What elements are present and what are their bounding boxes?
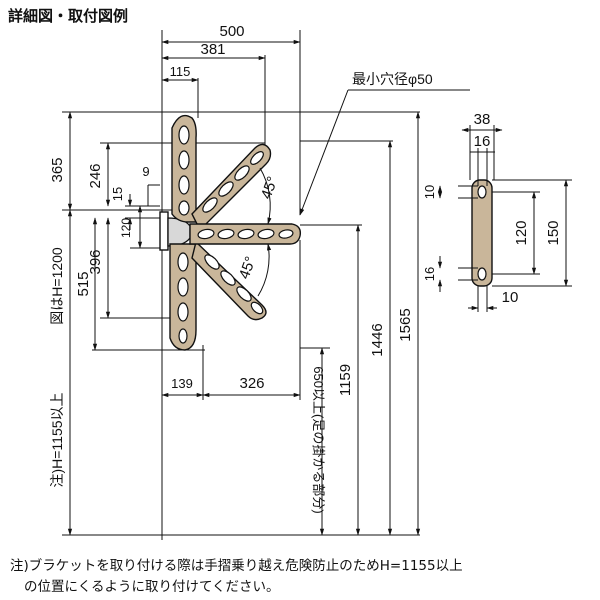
note-line-2: の位置にくるように取り付けてください。 bbox=[24, 579, 280, 595]
dim-139: 139 bbox=[171, 376, 193, 391]
dim-650: 650以上(足の掛かる部分) bbox=[311, 366, 326, 513]
angle-upper-label: 45° bbox=[258, 174, 282, 201]
bracket-dim-16-bottom: 16 bbox=[422, 267, 437, 281]
top-dimensions bbox=[161, 39, 301, 83]
arm-horizontal bbox=[189, 223, 302, 245]
dim-1159: 1159 bbox=[337, 364, 354, 396]
arm-upper-diagonal bbox=[191, 143, 272, 232]
arm-lower-diagonal bbox=[191, 240, 267, 321]
dim-1565: 1565 bbox=[397, 308, 414, 341]
dim-381: 381 bbox=[200, 41, 225, 58]
dim-9: 9 bbox=[142, 164, 149, 179]
dim-120: 120 bbox=[119, 218, 133, 238]
dim-15: 15 bbox=[110, 187, 125, 201]
dim-396: 396 bbox=[87, 249, 104, 274]
page-title: 詳細図・取付図例 bbox=[8, 7, 129, 25]
min-hole-callout bbox=[299, 89, 470, 216]
h-1200-label: 図はH=1200 bbox=[49, 247, 65, 325]
min-hole-label: 最小穴径φ50 bbox=[352, 71, 433, 87]
bracket-dim-150: 150 bbox=[545, 220, 562, 245]
dim-246: 246 bbox=[87, 163, 104, 188]
dim-1446: 1446 bbox=[369, 323, 386, 356]
bracket-dim-10-top: 10 bbox=[422, 185, 437, 199]
dim-500: 500 bbox=[219, 23, 244, 40]
right-dimensions bbox=[300, 111, 421, 536]
angle-lower-label: 45° bbox=[236, 254, 260, 281]
dim-365: 365 bbox=[49, 157, 66, 182]
angle-arcs bbox=[257, 167, 272, 297]
dim-326: 326 bbox=[239, 375, 264, 392]
dim-515: 515 bbox=[75, 271, 92, 296]
bracket-dim-10-bottom: 10 bbox=[502, 289, 519, 306]
left-dimensions bbox=[67, 111, 160, 536]
dim-115: 115 bbox=[170, 64, 191, 79]
bracket-dim-120: 120 bbox=[513, 220, 530, 245]
note-line-1: 注)ブラケットを取り付ける際は手摺乗り越え危険防止のためH=1155以上 bbox=[10, 558, 463, 574]
bracket-dim-38: 38 bbox=[474, 111, 491, 128]
bracket-dim-16-top: 16 bbox=[474, 133, 491, 150]
h-1155-label: 注)H=1155以上 bbox=[49, 392, 65, 487]
bracket-front-view bbox=[437, 125, 572, 312]
arm-vertical bbox=[169, 114, 197, 351]
